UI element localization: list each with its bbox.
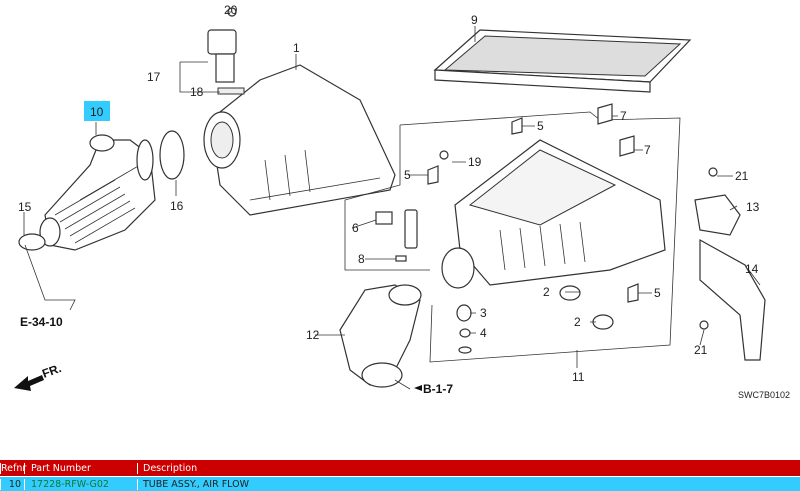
callout-7a[interactable]: 7 [620, 109, 627, 123]
callout-20[interactable]: 20 [224, 3, 238, 17]
callout-10[interactable]: 10 [90, 105, 104, 119]
air-cleaner-lower-housing[interactable] [441, 139, 666, 289]
clip-5c[interactable] [627, 283, 639, 303]
header-description: Description [137, 462, 800, 474]
highlight-box [84, 101, 110, 121]
callout-3[interactable]: 3 [480, 306, 487, 320]
grommet-2a[interactable] [559, 285, 581, 301]
callout-15[interactable]: 15 [18, 200, 32, 214]
callout-11[interactable]: 11 [572, 370, 585, 384]
mount-3[interactable] [456, 304, 472, 322]
air-cleaner-upper-housing[interactable] [203, 64, 396, 216]
callout-16[interactable]: 16 [170, 199, 184, 213]
table-row[interactable]: 10 17228-RFW-G02 TUBE ASSY., AIR FLOW [0, 477, 800, 491]
callout-12[interactable]: 12 [306, 328, 320, 342]
part-6[interactable] [375, 211, 393, 225]
row-description: TUBE ASSY., AIR FLOW [137, 478, 800, 490]
collar-4[interactable] [459, 328, 471, 338]
row-refnr: 10 [0, 478, 24, 490]
callout-9[interactable]: 9 [471, 13, 478, 27]
part-8[interactable] [395, 255, 407, 262]
hose-clamp-15[interactable] [18, 233, 46, 251]
resonator-duct[interactable] [339, 284, 422, 388]
washer[interactable] [458, 346, 472, 354]
callout-1[interactable]: 1 [293, 41, 300, 55]
callout-5a[interactable]: 5 [537, 119, 544, 133]
callout-4[interactable]: 4 [480, 326, 487, 340]
callout-21b[interactable]: 21 [694, 343, 708, 357]
callout-2a[interactable]: 2 [543, 285, 550, 299]
header-part-number: Part Number [24, 462, 137, 474]
callout-18[interactable]: 18 [190, 85, 204, 99]
callout-14[interactable]: 14 [745, 262, 759, 276]
callout-6[interactable]: 6 [352, 221, 359, 235]
reference-b-1-7[interactable]: B-1-7 [423, 382, 453, 396]
seal-6[interactable] [404, 209, 418, 249]
callout-2b[interactable]: 2 [574, 315, 581, 329]
bolt-19[interactable] [439, 150, 449, 160]
clip-7b[interactable] [619, 135, 635, 157]
bracket[interactable] [694, 194, 766, 361]
callout-8[interactable]: 8 [358, 252, 365, 266]
bolt-21b[interactable] [699, 320, 709, 330]
diagram-code: SWC7B0102 [738, 390, 790, 400]
parts-table-header: Refnr Part Number Description [0, 460, 800, 476]
callout-5b[interactable]: 5 [404, 168, 411, 182]
hose-clamp-16[interactable] [159, 130, 185, 180]
svg-text:FR.: FR. [40, 361, 63, 381]
clip-7a[interactable] [597, 103, 613, 125]
parts-diagram: 20 9 1 17 18 10 7 5 7 19 5 21 15 16 13 6… [14, 3, 790, 400]
callout-5c[interactable]: 5 [654, 286, 661, 300]
callout-13[interactable]: 13 [746, 200, 760, 214]
air-filter-element[interactable] [433, 29, 692, 93]
air-flow-tube[interactable] [39, 134, 156, 251]
reference-arrow [414, 385, 422, 391]
clip-5a[interactable] [511, 117, 523, 135]
clip-5b[interactable] [427, 165, 439, 185]
callout-21a[interactable]: 21 [735, 169, 749, 183]
bolt-21a[interactable] [708, 167, 718, 177]
callout-17[interactable]: 17 [147, 70, 161, 84]
front-arrow-icon: FR. [14, 361, 63, 391]
air-flow-sensor[interactable] [207, 7, 245, 95]
callout-7b[interactable]: 7 [644, 143, 651, 157]
row-part-number[interactable]: 17228-RFW-G02 [24, 478, 137, 490]
header-refnr: Refnr [0, 462, 27, 474]
reference-e-34-10[interactable]: E-34-10 [20, 315, 63, 329]
callout-19[interactable]: 19 [468, 155, 482, 169]
